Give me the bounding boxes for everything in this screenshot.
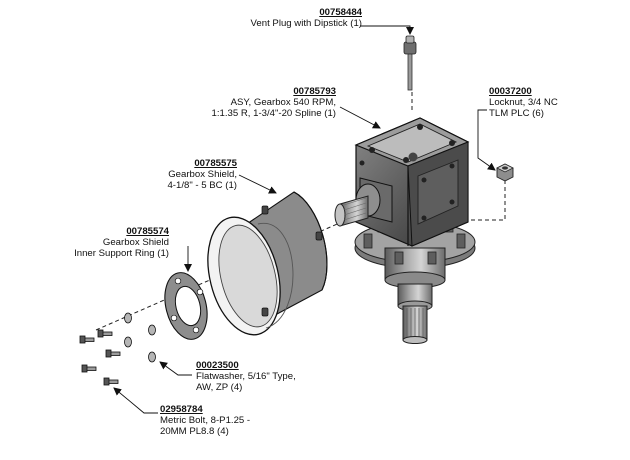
flatwashers	[124, 312, 156, 363]
part-description: 1:1.35 R, 1-3/4"-20 Spline (1)	[211, 108, 336, 119]
part-description: Locknut, 3/4 NC	[489, 97, 558, 108]
part-description: TLM PLC (6)	[489, 108, 544, 119]
leader-gearbox	[339, 106, 381, 129]
leader-flatwasher	[159, 361, 192, 376]
metric-bolts	[79, 329, 121, 386]
callout-locknut: 00037200 Locknut, 3/4 NC TLM PLC (6)	[489, 86, 558, 119]
part-number: 00785574	[126, 226, 169, 237]
part-description: 4-1/8" - 5 BC (1)	[167, 180, 237, 191]
leader-lines	[113, 25, 496, 414]
gearbox-shield	[207, 191, 328, 336]
support-ring	[164, 272, 208, 340]
part-description: AW, ZP (4)	[196, 382, 243, 393]
part-description: Metric Bolt, 8-P1.25 -	[160, 415, 251, 426]
leader-vent-plug	[360, 25, 414, 35]
part-number: 00785575	[194, 158, 237, 169]
callout-flatwasher: 00023500 Flatwasher, 5/16" Type, AW, ZP …	[196, 360, 296, 393]
part-description: 20MM PL8.8 (4)	[160, 426, 229, 437]
callout-metric-bolt: 02958784 Metric Bolt, 8-P1.25 - 20MM PL8…	[160, 404, 250, 437]
part-description: ASY, Gearbox 540 RPM,	[230, 97, 336, 108]
part-number: 00785793	[293, 86, 336, 97]
callout-gearbox: 00785793 ASY, Gearbox 540 RPM, 1:1.35 R,…	[212, 86, 336, 119]
part-description: Flatwasher, 5/16" Type,	[196, 371, 296, 382]
leader-locknut	[477, 109, 496, 171]
part-description: Gearbox Shield	[102, 237, 169, 248]
part-number: 00758484	[319, 7, 362, 18]
part-number: 00037200	[489, 86, 532, 97]
callout-support-ring: 00785574 Gearbox Shield Inner Support Ri…	[74, 226, 169, 259]
gearbox-assembly	[334, 117, 476, 344]
leader-shield	[238, 174, 277, 194]
callout-vent-plug: 00758484 Vent Plug with Dipstick (1)	[251, 7, 362, 29]
part-description: Gearbox Shield,	[168, 169, 237, 180]
part-description: Inner Support Ring (1)	[74, 248, 169, 259]
part-description: Vent Plug with Dipstick (1)	[250, 18, 362, 29]
part-number: 00023500	[196, 360, 239, 371]
locknut	[496, 163, 514, 182]
leader-metric-bolt	[113, 387, 158, 414]
callout-shield: 00785575 Gearbox Shield, 4-1/8" - 5 BC (…	[167, 158, 237, 191]
vent-plug-dipstick	[403, 35, 417, 91]
part-number: 02958784	[160, 404, 203, 415]
